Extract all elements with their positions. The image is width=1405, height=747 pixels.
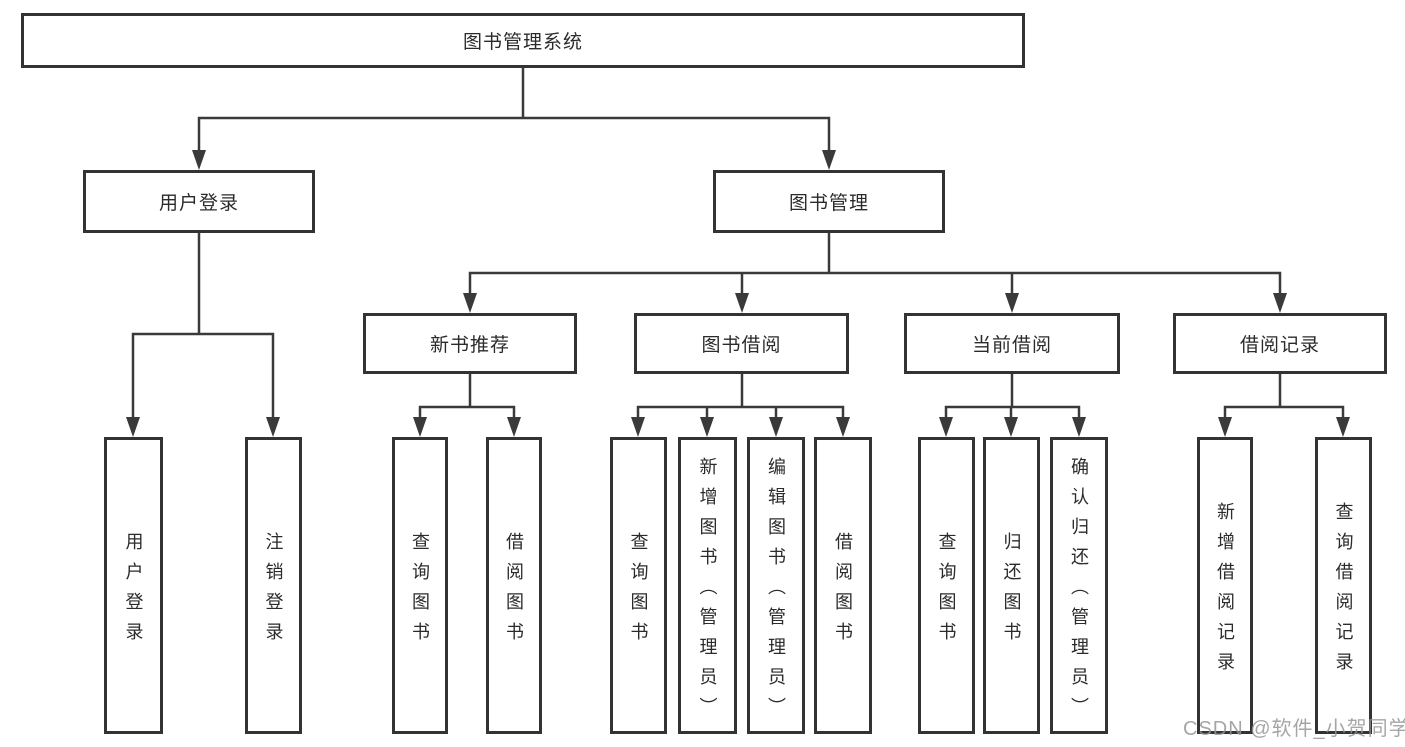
leaf-query-books-current-label: 查询图书 <box>936 531 957 652</box>
node-book-borrowing: 图书借阅 <box>634 313 849 374</box>
leaf-query-books-borrow: 查询图书 <box>610 437 667 734</box>
node-borrowing-records: 借阅记录 <box>1173 313 1387 374</box>
leaf-logout-label: 注销登录 <box>263 531 284 652</box>
leaf-borrow-books-recommend: 借阅图书 <box>486 437 542 734</box>
node-user-login-branch: 用户登录 <box>83 170 315 233</box>
leaf-user-login-label: 用户登录 <box>123 531 144 652</box>
leaf-user-login: 用户登录 <box>104 437 163 734</box>
leaf-borrow-books-recommend-label: 借阅图书 <box>504 531 524 652</box>
leaf-add-borrow-record-label: 新增借阅记录 <box>1215 501 1235 682</box>
leaf-query-borrow-record-label: 查询借阅记录 <box>1333 501 1354 682</box>
leaf-edit-book-admin: 编辑图书（管理员） <box>747 437 805 734</box>
leaf-query-books-current: 查询图书 <box>918 437 975 734</box>
leaf-add-book-admin: 新增图书（管理员） <box>678 437 737 734</box>
leaf-query-books-recommend-label: 查询图书 <box>410 531 430 652</box>
leaf-add-borrow-record: 新增借阅记录 <box>1197 437 1253 734</box>
node-current-borrowing: 当前借阅 <box>904 313 1120 374</box>
leaf-edit-book-admin-label: 编辑图书（管理员） <box>766 456 786 727</box>
node-book-management-branch: 图书管理 <box>713 170 945 233</box>
leaf-return-book-label: 归还图书 <box>1001 531 1022 652</box>
leaf-logout: 注销登录 <box>245 437 302 734</box>
leaf-return-book: 归还图书 <box>983 437 1040 734</box>
node-new-book-recommendation: 新书推荐 <box>363 313 577 374</box>
leaf-query-books-recommend: 查询图书 <box>392 437 448 734</box>
node-library-management-system: 图书管理系统 <box>21 13 1025 68</box>
leaf-query-books-borrow-label: 查询图书 <box>628 531 649 652</box>
leaf-add-book-admin-label: 新增图书（管理员） <box>697 456 718 727</box>
leaf-confirm-return-admin: 确认归还（管理员） <box>1050 437 1108 734</box>
csdn-watermark: CSDN @软件_小贺同学 <box>1183 718 1405 740</box>
arrowheads <box>126 150 1350 437</box>
leaf-borrow-books-label: 借阅图书 <box>833 531 853 652</box>
leaf-query-borrow-record: 查询借阅记录 <box>1315 437 1372 734</box>
leaf-confirm-return-admin-label: 确认归还（管理员） <box>1069 456 1089 727</box>
leaf-borrow-books: 借阅图书 <box>814 437 872 734</box>
